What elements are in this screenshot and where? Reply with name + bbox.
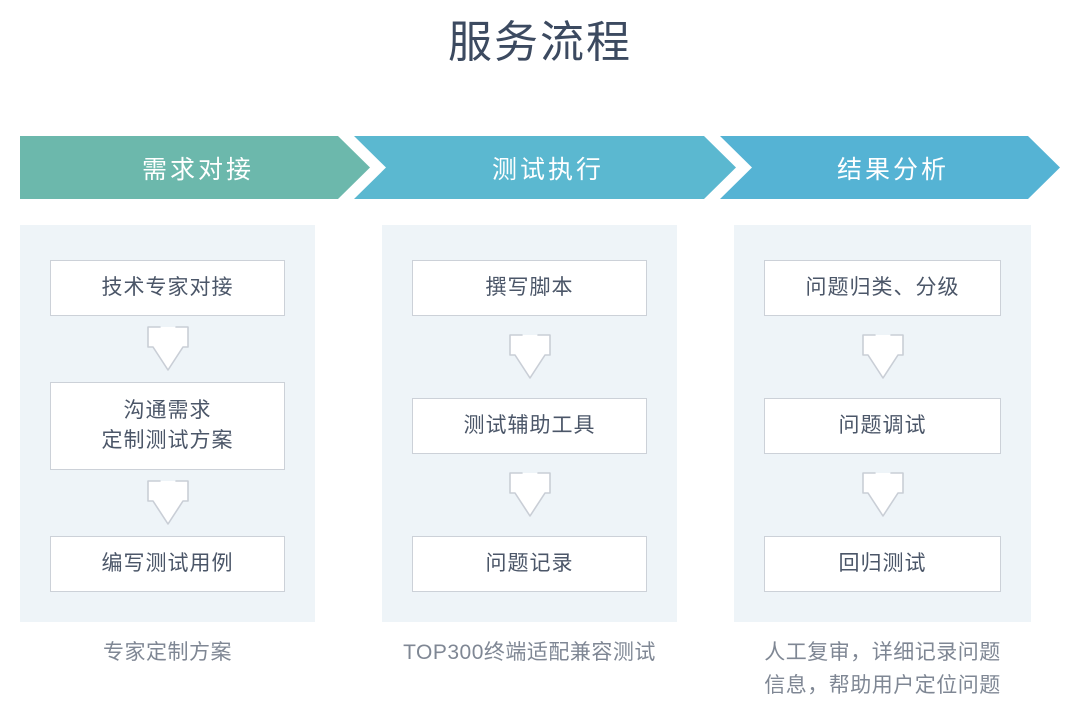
stage-steps-3: 问题归类、分级 问题调试 回归测试 (764, 260, 1001, 592)
step-node-label: 回归测试 (838, 552, 927, 575)
step-node-label: 测试辅助工具 (463, 414, 596, 437)
stage-header-label-3: 结果分析 (836, 155, 949, 184)
step-node[interactable]: 问题归类、分级 (764, 260, 1001, 316)
page-title: 服务流程 (448, 18, 632, 67)
stage-caption-2: TOP300终端适配兼容测试 (382, 636, 677, 669)
stage-steps-1: 技术专家对接 沟通需求 定制测试方案 编写测试用例 (50, 260, 285, 592)
step-node-label: 沟通需求 (123, 399, 212, 422)
stage-panel-2: 撰写脚本 测试辅助工具 问题记录 (382, 225, 677, 622)
step-node[interactable]: 撰写脚本 (412, 260, 647, 316)
step-node-label: 撰写脚本 (485, 276, 574, 299)
stage-caption-line-2: 信息，帮助用户定位问题 (764, 674, 1001, 697)
stage-caption-3: 人工复审，详细记录问题 信息，帮助用户定位问题 (734, 636, 1031, 702)
stage-header-label-2: 测试执行 (491, 155, 604, 184)
step-node-label-2: 定制测试方案 (101, 429, 234, 452)
stage-caption-line: 人工复审，详细记录问题 (764, 641, 1001, 664)
step-node-label: 编写测试用例 (101, 552, 234, 575)
step-node[interactable]: 回归测试 (764, 536, 1001, 592)
stage-columns: 技术专家对接 沟通需求 定制测试方案 编写测试用例 (20, 225, 1060, 622)
step-connector (412, 454, 647, 536)
step-node-label: 问题记录 (485, 552, 574, 575)
step-node-label: 问题归类、分级 (805, 276, 960, 299)
stage-header-label-1: 需求对接 (141, 155, 254, 184)
step-connector (764, 454, 1001, 536)
step-node[interactable]: 技术专家对接 (50, 260, 285, 316)
arrow-down-icon (146, 326, 189, 371)
step-node[interactable]: 问题记录 (412, 536, 647, 592)
step-connector (412, 316, 647, 398)
arrow-down-icon (146, 480, 189, 525)
arrow-down-icon (508, 334, 551, 379)
arrow-down-icon (508, 472, 551, 517)
stage-caption-1: 专家定制方案 (20, 636, 315, 669)
stage-header-band: 需求对接 测试执行 结果分析 (20, 136, 1060, 199)
step-node[interactable]: 测试辅助工具 (412, 398, 647, 454)
stage-panel-1: 技术专家对接 沟通需求 定制测试方案 编写测试用例 (20, 225, 315, 622)
arrow-down-icon (861, 334, 904, 379)
stage-header-1[interactable]: 需求对接 (20, 136, 370, 199)
stage-steps-2: 撰写脚本 测试辅助工具 问题记录 (412, 260, 647, 592)
stage-captions: 专家定制方案 TOP300终端适配兼容测试 人工复审，详细记录问题 信息，帮助用… (20, 636, 1060, 721)
step-connector (50, 316, 285, 382)
arrow-down-icon (861, 472, 904, 517)
step-node-label: 问题调试 (838, 414, 927, 437)
stage-caption-line: TOP300终端适配兼容测试 (403, 641, 656, 664)
step-connector (50, 470, 285, 536)
stage-panel-3: 问题归类、分级 问题调试 回归测试 (734, 225, 1031, 622)
step-node[interactable]: 沟通需求 定制测试方案 (50, 382, 285, 470)
stage-header-3[interactable]: 结果分析 (720, 136, 1060, 199)
stage-header-2[interactable]: 测试执行 (354, 136, 736, 199)
step-node-label: 技术专家对接 (101, 276, 234, 299)
step-connector (764, 316, 1001, 398)
step-node[interactable]: 编写测试用例 (50, 536, 285, 592)
stage-caption-line: 专家定制方案 (103, 641, 232, 664)
step-node[interactable]: 问题调试 (764, 398, 1001, 454)
